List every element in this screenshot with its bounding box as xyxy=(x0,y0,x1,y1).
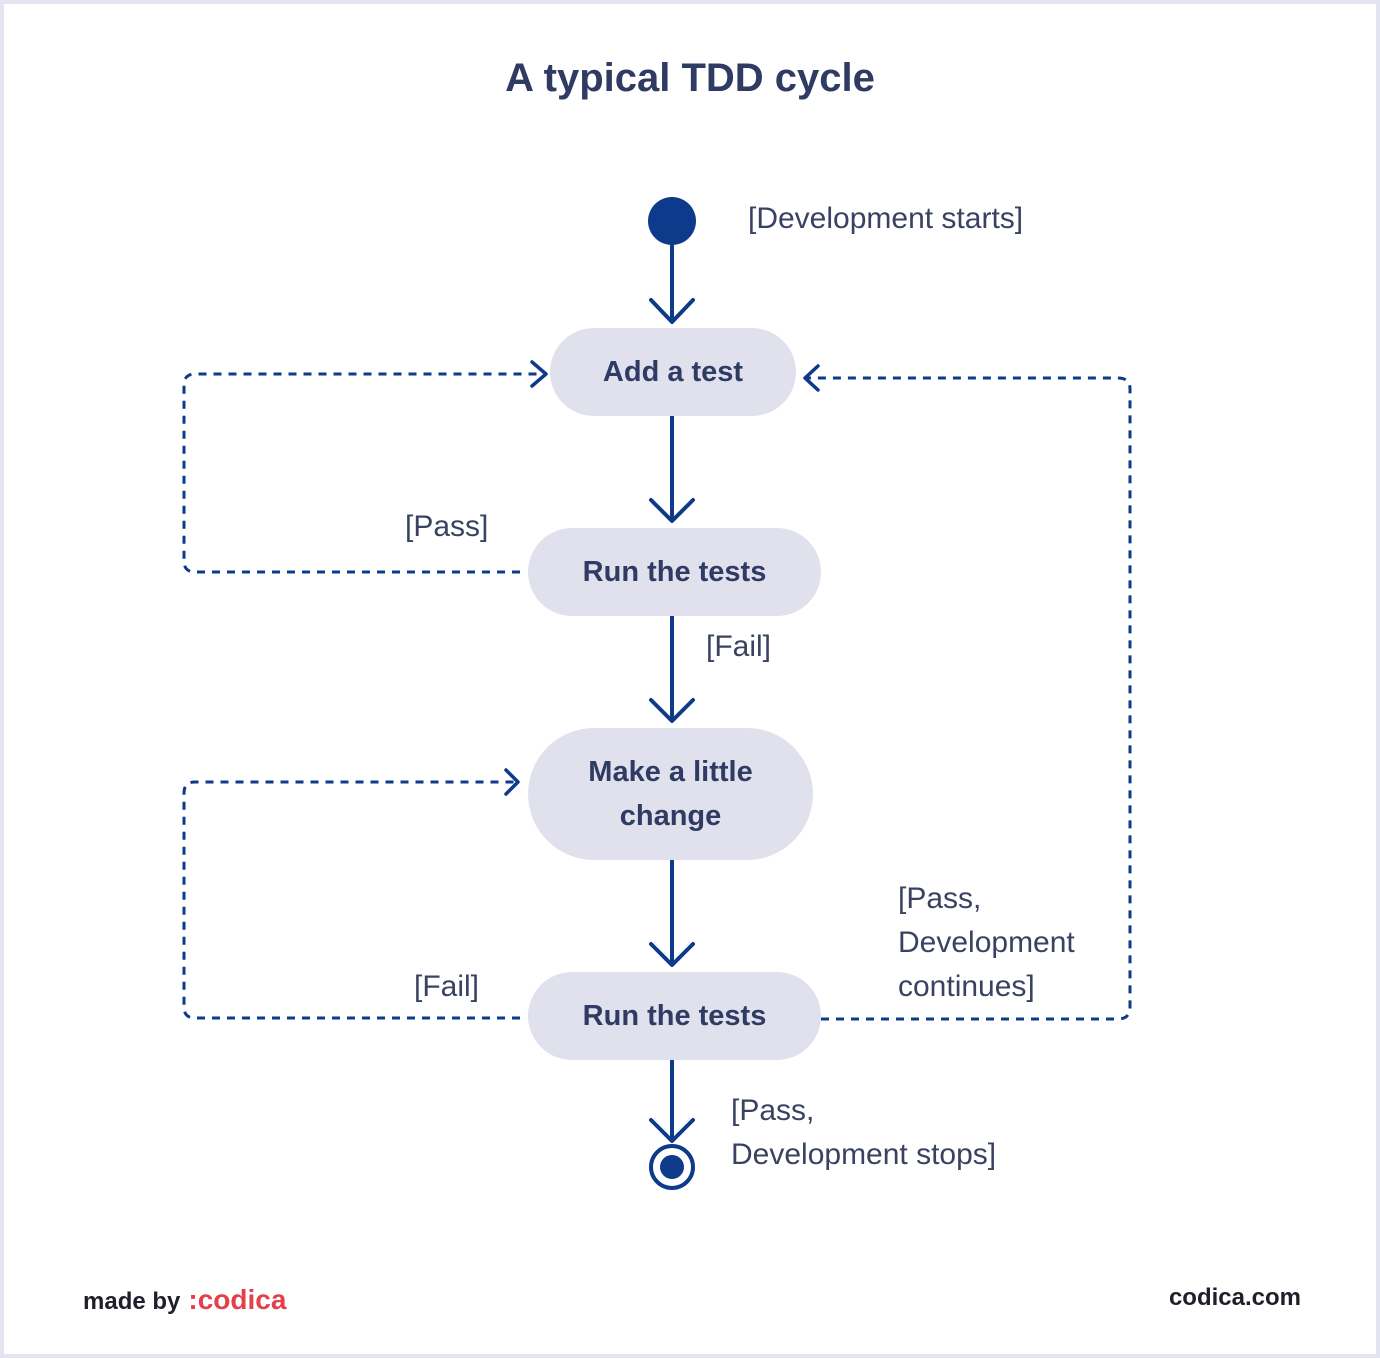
end-node-dot xyxy=(660,1155,684,1179)
arrowhead-change-to-run2 xyxy=(649,942,695,967)
arrowhead-loop-continue-to-add xyxy=(803,364,820,392)
arrowhead-run2-to-end xyxy=(649,1118,695,1143)
loop-continue-to-add xyxy=(805,376,1132,1021)
node-make-a-little-change: Make a little change xyxy=(528,728,813,860)
made-by-text: made by xyxy=(83,1288,181,1315)
diagram-title: A typical TDD cycle xyxy=(505,56,875,100)
arrowhead-loop-pass-to-add xyxy=(530,360,548,388)
arrowhead-loop-fail-to-change xyxy=(504,768,520,796)
node-add-a-test: Add a test xyxy=(550,328,796,416)
node-run-the-tests-1: Run the tests xyxy=(528,528,821,616)
start-node xyxy=(648,197,696,245)
made-by-credit: made by :codica xyxy=(83,1284,286,1316)
arrowhead-start-to-add xyxy=(649,298,695,324)
loop-pass-to-add xyxy=(182,372,546,574)
label-pass-development-stops: [Pass, Development stops] xyxy=(731,1094,997,1171)
label-pass-development-continues: [Pass, Development continues] xyxy=(898,882,1075,1003)
arrowhead-add-to-run1 xyxy=(649,498,695,523)
site-link[interactable]: codica.com xyxy=(1168,1284,1301,1311)
codica-logo: :codica xyxy=(188,1284,287,1315)
node-run-the-tests-2: Run the tests xyxy=(528,972,821,1060)
label-development-starts: [Development starts] xyxy=(748,202,1024,235)
label-pass-1: [Pass] xyxy=(405,510,489,543)
arrowhead-run1-to-change xyxy=(649,698,695,723)
label-fail-2: [Fail] xyxy=(414,970,480,1003)
label-fail-1: [Fail] xyxy=(706,630,772,663)
loop-fail-to-change xyxy=(182,780,520,1020)
